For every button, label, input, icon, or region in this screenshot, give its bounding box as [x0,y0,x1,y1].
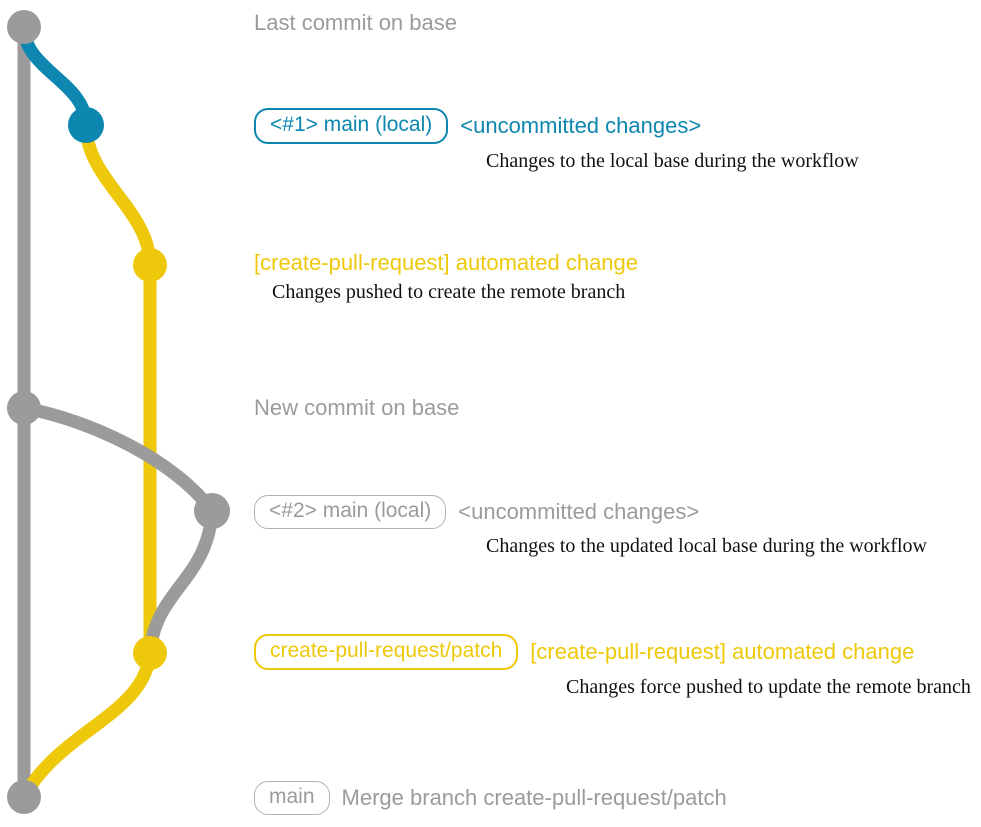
edge-remote2-to-merge [17,646,157,804]
graph-nodes [7,10,230,814]
commit-title: New commit on base [254,395,460,420]
node-local-2 [194,493,230,529]
node-remote-2 [133,636,167,670]
annotation-head: create-pull-request/patch [create-pull-re… [254,634,971,670]
commit-description: Changes to the updated local base during… [486,535,927,557]
annotation-head: [create-pull-request] automated change [254,251,638,275]
annotation-head: <#2> main (local) <uncommitted changes> [254,495,927,529]
branch-badge[interactable]: create-pull-request/patch [254,634,519,670]
edge-base-to-local2 [17,401,219,518]
edge-local2-to-remote2 [143,504,219,660]
node-remote-1 [133,248,167,282]
commit-description: Changes to the local base during the wor… [486,150,859,172]
node-base-merge [7,780,41,814]
commit-description: Changes pushed to create the remote bran… [272,281,626,303]
annotation-new-commit-on-base: New commit on base [254,396,459,420]
node-base-last [7,10,41,44]
commit-title: [create-pull-request] automated change [254,250,639,275]
annotation-local-commit-1: <#1> main (local) <uncommitted changes> Ch… [254,108,859,172]
graph-edges [17,20,219,804]
edge-local1-to-remote1 [79,118,157,272]
branch-badge[interactable]: main [254,781,330,815]
annotation-merge-commit: main Merge branch create-pull-request/pat… [254,781,727,815]
branch-badge[interactable]: <#1> main (local) [254,108,449,144]
commit-title: Last commit on base [254,10,457,35]
annotation-remote-commit-2: create-pull-request/patch [create-pull-re… [254,634,971,698]
annotation-head: <#1> main (local) <uncommitted changes> [254,108,859,144]
commit-title: <uncommitted changes> [458,499,700,524]
annotation-last-commit-on-base: Last commit on base [254,11,457,35]
commit-title: [create-pull-request] automated change [530,639,915,664]
commit-title: Merge branch create-pull-request/patch [341,785,727,810]
annotation-head: main Merge branch create-pull-request/pat… [254,781,727,815]
node-local-1 [68,107,104,143]
annotation-head: Last commit on base [254,11,457,35]
commit-description: Changes force pushed to update the remot… [566,676,971,698]
annotation-head: New commit on base [254,396,459,420]
branch-badge[interactable]: <#2> main (local) [254,495,447,529]
node-base-new [7,391,41,425]
annotation-local-commit-2: <#2> main (local) <uncommitted changes> Ch… [254,495,927,557]
commit-title: <uncommitted changes> [460,113,702,138]
